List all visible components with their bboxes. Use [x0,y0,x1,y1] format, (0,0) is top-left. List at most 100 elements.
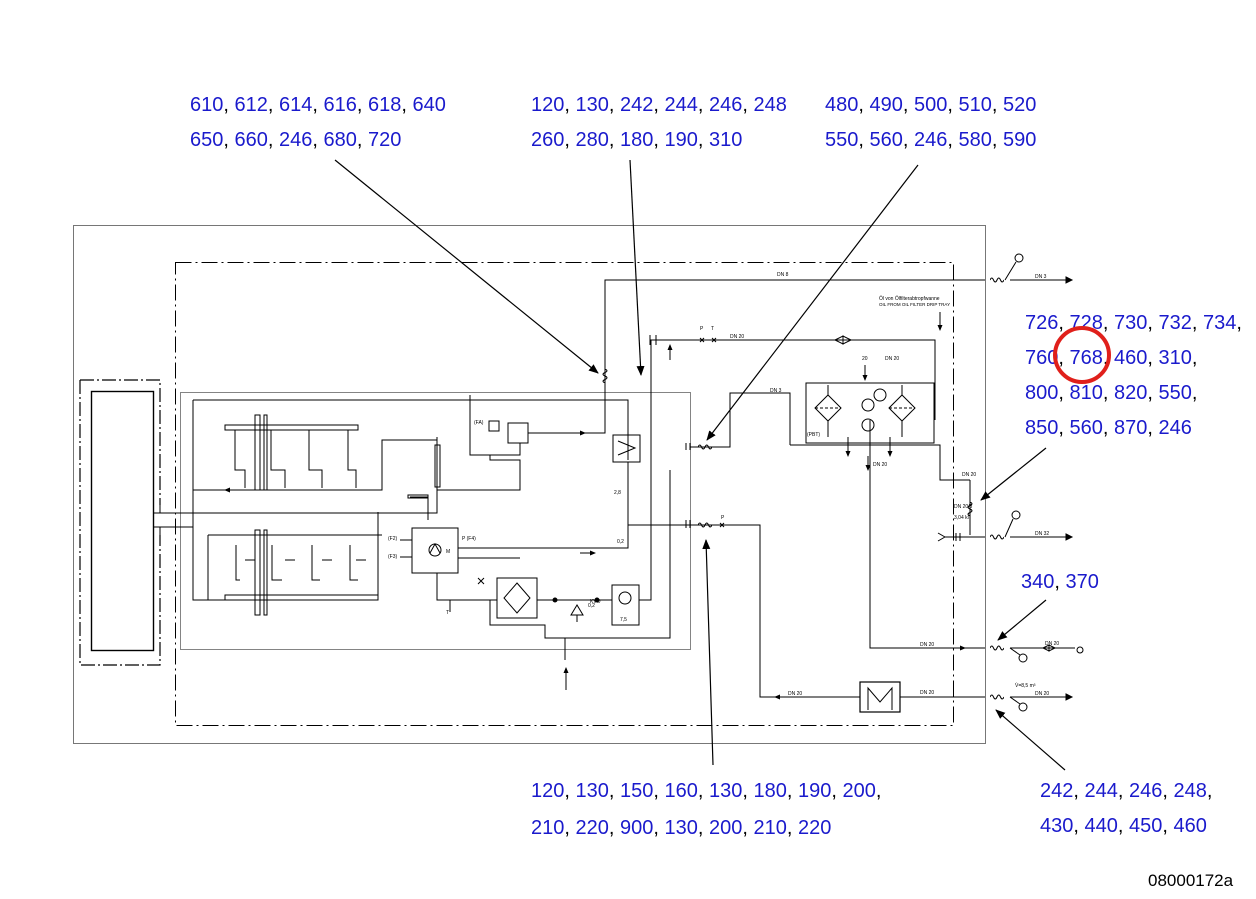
ref-link-246[interactable]: 246 [914,129,947,151]
ref-link-430[interactable]: 430 [1040,815,1073,837]
ref-link-180[interactable]: 180 [620,129,653,151]
ref-link-120[interactable]: 120 [531,780,564,802]
ref-link-130[interactable]: 130 [665,817,698,839]
ref-link-460[interactable]: 460 [1114,347,1147,369]
ref-link-190[interactable]: 190 [798,780,831,802]
ref-link-680[interactable]: 680 [324,129,357,151]
separator-comma: , [1162,780,1173,802]
callout-right-upper: 726, 728, 730, 732, 734, 760, 768, 460, 3… [1025,312,1242,439]
ref-link-614[interactable]: 614 [279,94,312,116]
separator-comma: , [1192,312,1203,334]
ref-link-612[interactable]: 612 [235,94,268,116]
ref-link-850[interactable]: 850 [1025,417,1058,439]
label-304: 3,04 kl [954,515,969,521]
ref-link-248[interactable]: 248 [1174,780,1207,802]
ref-link-660[interactable]: 660 [235,129,268,151]
label-val-75: 7,5 [620,617,627,623]
ref-link-618[interactable]: 618 [368,94,401,116]
separator-comma: , [1103,312,1114,334]
ref-link-244[interactable]: 244 [1085,780,1118,802]
ref-link-130[interactable]: 130 [576,780,609,802]
ref-link-120[interactable]: 120 [531,94,564,116]
ref-link-220[interactable]: 220 [798,817,831,839]
ref-link-220[interactable]: 220 [576,817,609,839]
ref-link-550[interactable]: 550 [825,129,858,151]
ref-link-248[interactable]: 248 [754,94,787,116]
ref-link-616[interactable]: 616 [324,94,357,116]
separator-comma: , [564,129,575,151]
callout-line: 726, 728, 730, 732, 734, [1025,312,1242,334]
ref-link-500[interactable]: 500 [914,94,947,116]
ref-link-260[interactable]: 260 [531,129,564,151]
ref-link-200[interactable]: 200 [709,817,742,839]
ref-link-210[interactable]: 210 [754,817,787,839]
ref-link-450[interactable]: 450 [1129,815,1162,837]
ref-link-310[interactable]: 310 [1159,347,1192,369]
ref-link-732[interactable]: 732 [1159,312,1192,334]
ref-link-560[interactable]: 560 [870,129,903,151]
separator-comma: , [992,129,1003,151]
ref-link-370[interactable]: 370 [1066,571,1099,593]
ref-link-768[interactable]: 768 [1070,347,1103,369]
ref-link-520[interactable]: 520 [1003,94,1036,116]
ref-link-200[interactable]: 200 [843,780,876,802]
ref-link-580[interactable]: 580 [959,129,992,151]
ref-link-160[interactable]: 160 [665,780,698,802]
ref-link-244[interactable]: 244 [665,94,698,116]
separator-comma: , [268,129,279,151]
ref-link-900[interactable]: 900 [620,817,653,839]
ref-link-550[interactable]: 550 [1159,382,1192,404]
separator-comma: , [1192,347,1198,369]
ref-link-610[interactable]: 610 [190,94,223,116]
separator-comma: , [742,780,753,802]
ref-link-242[interactable]: 242 [1040,780,1073,802]
ref-link-734[interactable]: 734 [1203,312,1236,334]
ref-link-180[interactable]: 180 [754,780,787,802]
ref-link-480[interactable]: 480 [825,94,858,116]
separator-comma: , [312,94,323,116]
ref-link-640[interactable]: 640 [413,94,446,116]
ref-link-210[interactable]: 210 [531,817,564,839]
ref-link-246[interactable]: 246 [279,129,312,151]
ref-link-490[interactable]: 490 [870,94,903,116]
separator-comma: , [831,780,842,802]
leader-top-middle [629,159,645,376]
ref-link-650[interactable]: 650 [190,129,223,151]
ref-link-190[interactable]: 190 [665,129,698,151]
ref-link-800[interactable]: 800 [1025,382,1058,404]
ref-link-246[interactable]: 246 [709,94,742,116]
ref-link-130[interactable]: 130 [576,94,609,116]
ref-link-760[interactable]: 760 [1025,347,1058,369]
ref-link-820[interactable]: 820 [1114,382,1147,404]
ref-link-510[interactable]: 510 [959,94,992,116]
separator-comma: , [698,94,709,116]
ref-link-730[interactable]: 730 [1114,312,1147,334]
ref-link-280[interactable]: 280 [576,129,609,151]
ref-link-460[interactable]: 460 [1174,815,1207,837]
separator-comma: , [698,780,709,802]
ref-link-130[interactable]: 130 [709,780,742,802]
ref-link-246[interactable]: 246 [1159,417,1192,439]
ref-link-150[interactable]: 150 [620,780,653,802]
ref-link-242[interactable]: 242 [620,94,653,116]
oil-tank [79,379,193,666]
ref-link-340[interactable]: 340 [1021,571,1054,593]
callout-line: 120, 130, 242, 244, 246, 248 [531,94,787,116]
separator-comma: , [1073,815,1084,837]
label-kvo: KVO [590,599,601,605]
separator-comma: , [609,817,620,839]
ref-link-560[interactable]: 560 [1070,417,1103,439]
label-fa: (FA) [474,420,484,426]
ref-link-726[interactable]: 726 [1025,312,1058,334]
ref-link-810[interactable]: 810 [1070,382,1103,404]
ref-link-870[interactable]: 870 [1114,417,1147,439]
ref-link-720[interactable]: 720 [368,129,401,151]
ref-link-246[interactable]: 246 [1129,780,1162,802]
ref-link-440[interactable]: 440 [1085,815,1118,837]
ref-link-590[interactable]: 590 [1003,129,1036,151]
callout-references: 610, 612, 614, 616, 618, 640 650, 660, 24… [190,94,1242,839]
separator-comma: , [653,817,664,839]
ref-link-310[interactable]: 310 [709,129,742,151]
schematic-frame [73,225,986,744]
